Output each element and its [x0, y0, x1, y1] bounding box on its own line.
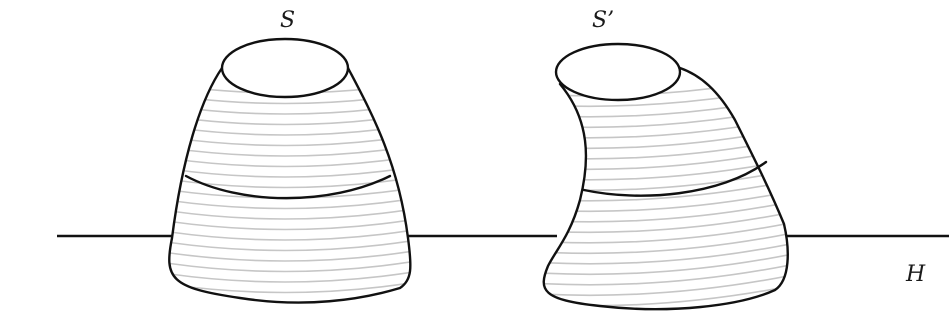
hatch-line	[169, 175, 411, 189]
surface-s-prime-outline	[542, 66, 789, 311]
hatch-line	[169, 249, 411, 262]
hatch-line	[543, 125, 788, 150]
hatch-line	[169, 207, 411, 220]
hatch-line	[169, 228, 411, 241]
surface-s-top-cap	[220, 37, 350, 99]
label-s-prime: S’	[592, 8, 614, 33]
hatch-line	[169, 186, 411, 199]
surface-s-prime-top-cap	[554, 42, 682, 102]
hatch-line	[543, 241, 788, 265]
hatch-line	[169, 112, 411, 126]
hatch-line	[543, 136, 788, 160]
hatch-line	[543, 251, 788, 276]
surface-s-prime-middle-curve	[582, 160, 768, 197]
hatch-line	[543, 272, 788, 297]
hatch-line	[169, 259, 411, 273]
hatch-line	[169, 154, 411, 168]
label-h: H	[905, 262, 926, 287]
hatch-line	[169, 270, 411, 283]
hatch-line	[169, 238, 411, 252]
hatch-line	[543, 262, 788, 286]
surface-s-middle-curve	[184, 174, 392, 200]
surface-s	[168, 37, 412, 304]
label-s: S	[280, 8, 295, 33]
hatch-line	[169, 196, 411, 210]
hatch-line	[169, 102, 411, 115]
hatch-line	[543, 104, 788, 129]
hatch-line	[543, 293, 788, 310]
surface-s-hatching	[169, 81, 411, 303]
hatch-line	[543, 220, 788, 244]
surface-s-prime	[542, 42, 789, 311]
hatch-line	[169, 217, 411, 231]
surface-s-outline	[168, 66, 412, 304]
hatch-line	[543, 230, 788, 255]
hatch-line	[543, 115, 788, 139]
hatch-line	[169, 165, 411, 178]
